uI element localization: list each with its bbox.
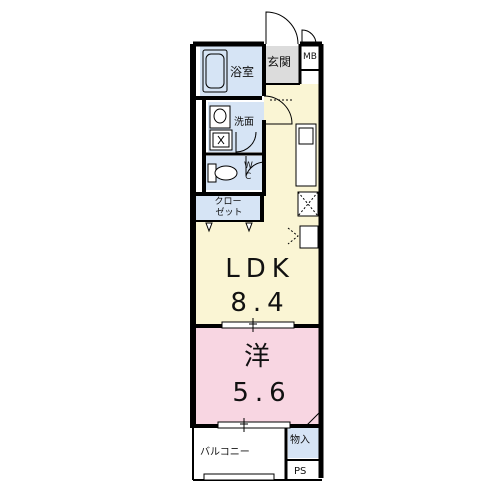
wc-label-2: C [245,172,252,182]
kitchen-counter-icon [295,123,319,249]
wash-basin-icon [209,105,231,129]
closet-label-2: ゼット [215,208,243,218]
toilet-icon [207,163,238,183]
bath-label: 浴室 [230,65,255,79]
closet-door-marks [205,222,253,233]
entrance-fill [264,46,300,84]
ldk-label: LDK [225,254,295,284]
western-room-label: 洋 [243,342,277,372]
balcony-label: バルコニー [200,447,250,458]
storage-label: 物入 [290,435,310,446]
washing-machine-pan-icon [209,129,233,151]
sliding-door-marks [217,318,295,432]
ldk-size: 8.4 [230,288,290,318]
closet-fill [196,196,262,220]
entrance-label: 玄関 [267,55,292,69]
ldk-fill [196,220,320,324]
bathtub-icon [202,49,228,93]
walls [190,41,324,481]
wc-label-1: W [244,161,253,171]
meter-box-label: MB [303,52,317,62]
western-room-size: 5.6 [232,378,292,408]
doors [235,11,321,427]
balcony-window [203,473,275,481]
washroom-label: 洗面 [234,117,254,128]
pipe-space-label: PS [294,466,307,477]
closet-label-1: クロー [214,197,242,207]
storage-fill [288,428,320,458]
western-room-fill [196,326,320,424]
